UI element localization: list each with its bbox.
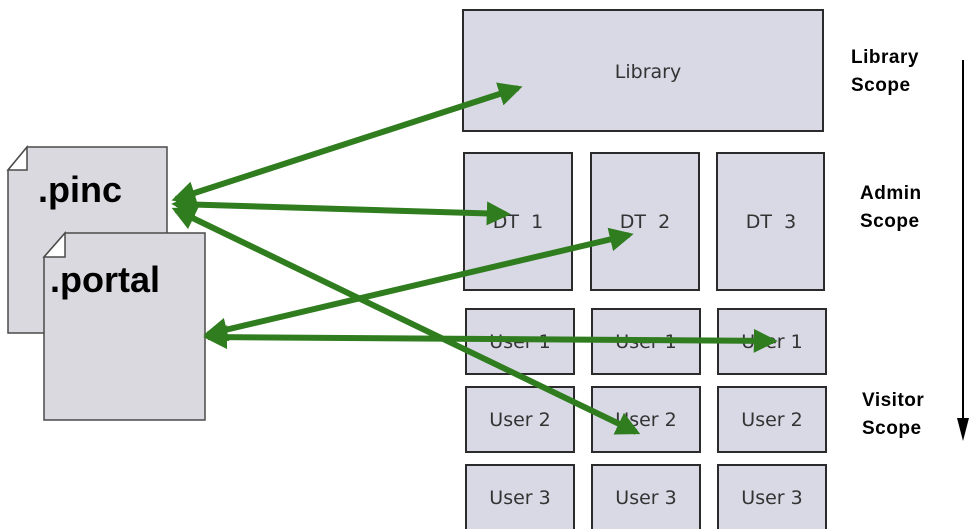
dt-box-2: DT 2 <box>590 152 700 291</box>
user-box-label: User 2 <box>741 409 802 431</box>
arrow-pinc-dt1 <box>171 192 511 226</box>
pinc-label: .pinc <box>38 169 122 210</box>
user-box-label: User 3 <box>615 487 676 509</box>
arrows <box>171 82 778 435</box>
dt-box-3: DT 3 <box>716 152 825 291</box>
library-scope-label-line1: Library <box>851 47 919 68</box>
user-box: User 3 <box>465 464 575 529</box>
portal-document: .portal <box>42 231 206 421</box>
admin-scope-label-line2: Scope <box>860 211 920 232</box>
dt-box-label: DT 2 <box>620 211 670 233</box>
user-box: User 2 <box>717 386 827 453</box>
library-box-label: Library <box>615 61 681 83</box>
arrow-portal-dt2 <box>203 227 634 342</box>
user-box: User 3 <box>717 464 827 529</box>
user-box: User 3 <box>591 464 701 529</box>
admin-row: DT 1 DT 2 DT 3 <box>463 152 825 291</box>
library-box: Library <box>462 9 824 132</box>
arrow-pinc-library <box>171 82 523 205</box>
user-box-label: User 3 <box>741 487 802 509</box>
visitor-scope-label-line2: Scope <box>862 418 922 439</box>
visitor-scope-label-line1: Visitor <box>862 390 924 411</box>
user-box-label: User 3 <box>489 487 550 509</box>
portal-label: .portal <box>50 259 160 300</box>
user-box-label: User 2 <box>489 409 550 431</box>
dt-box-label: DT 3 <box>746 211 796 233</box>
admin-scope-label-line1: Admin <box>860 183 922 204</box>
library-scope-label-line2: Scope <box>851 75 911 96</box>
scope-labels: Library Scope Admin Scope Visitor Scope <box>851 47 924 439</box>
scope-axis-arrow <box>957 60 969 441</box>
arrow-portal-user1 <box>203 325 778 353</box>
